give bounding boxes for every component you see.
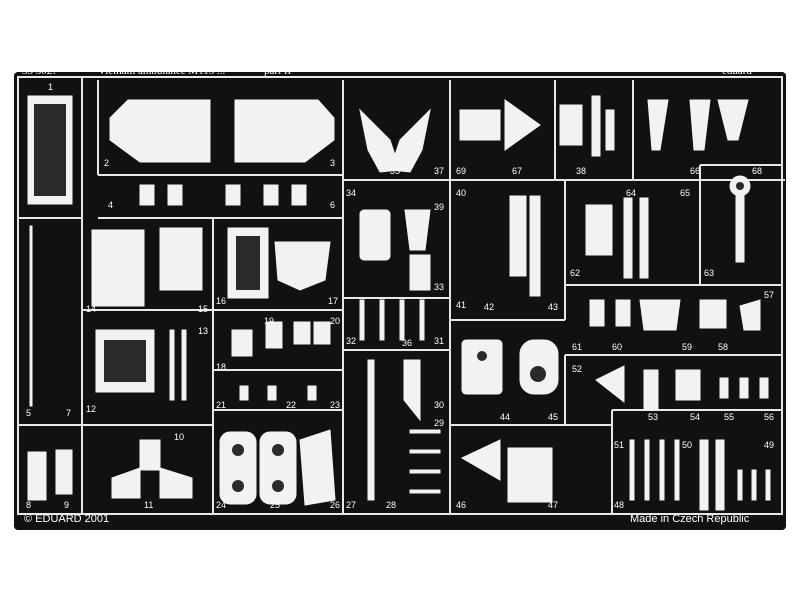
part-number-18: 18 — [216, 362, 227, 372]
brand-logo: eduard — [722, 65, 752, 77]
part-number-11: 11 — [144, 500, 154, 510]
part-number-46: 46 — [456, 500, 467, 510]
part-number-45: 45 — [548, 412, 559, 422]
fret-border — [17, 76, 783, 515]
part-number-23: 23 — [330, 400, 341, 410]
part-number-64: 64 — [626, 188, 637, 198]
part-number-20: 20 — [330, 316, 341, 326]
part-number-31: 31 — [434, 336, 445, 346]
part-number-41: 41 — [456, 300, 467, 310]
part-number-3: 3 — [330, 158, 336, 168]
part-number-30: 30 — [434, 400, 445, 410]
part-number-17: 17 — [328, 296, 339, 306]
fret-title: Vietnam ambulance M113 ... — [98, 65, 226, 77]
fret-frame-lines — [18, 77, 785, 514]
part-number-52: 52 — [572, 364, 583, 374]
part-number-34: 34 — [346, 188, 357, 198]
part-number-66: 66 — [690, 166, 701, 176]
part-number-60: 60 — [612, 342, 623, 352]
part-number-32: 32 — [346, 336, 357, 346]
part-number-39: 39 — [434, 202, 445, 212]
part-number-54: 54 — [690, 412, 701, 422]
part-number-1: 1 — [48, 82, 54, 92]
part-number-56: 56 — [764, 412, 775, 422]
part-number-40: 40 — [456, 188, 467, 198]
part-17 — [274, 241, 331, 291]
part-number-6: 6 — [330, 200, 336, 210]
part-number-7: 7 — [66, 408, 72, 418]
part-number-27: 27 — [346, 500, 357, 510]
part-number-67: 67 — [512, 166, 523, 176]
part-number-5: 5 — [26, 408, 32, 418]
part-number-37: 37 — [434, 166, 445, 176]
part-number-44: 44 — [500, 412, 511, 422]
part-number-43: 43 — [548, 302, 559, 312]
part-number-8: 8 — [26, 500, 32, 510]
part-number-62: 62 — [570, 268, 581, 278]
copyright: © EDUARD 2001 — [24, 513, 110, 525]
part-number-68: 68 — [752, 166, 763, 176]
part-number-55: 55 — [724, 412, 735, 422]
part-number-2: 2 — [104, 158, 110, 168]
part-number-29: 29 — [434, 418, 445, 428]
part-number-15: 15 — [198, 304, 209, 314]
part-number-12: 12 — [86, 404, 97, 414]
catalog-number: 35 302? — [22, 65, 58, 77]
part-number-16: 16 — [216, 296, 227, 306]
part-number-69: 69 — [456, 166, 467, 176]
part-number-28: 28 — [386, 500, 397, 510]
part-number-59: 59 — [682, 342, 693, 352]
part-number-9: 9 — [64, 500, 70, 510]
part-number-47: 47 — [548, 500, 559, 510]
origin-label: Made in Czech Republic — [630, 513, 750, 525]
part-number-24: 24 — [216, 500, 227, 510]
part-number-63: 63 — [704, 268, 715, 278]
part-number-22: 22 — [286, 400, 297, 410]
part-number-36: 36 — [402, 338, 413, 348]
part-number-57: 57 — [764, 290, 775, 300]
part-number-65: 65 — [680, 188, 691, 198]
part-number-14: 14 — [86, 304, 97, 314]
part-number-4: 4 — [108, 200, 114, 210]
part-number-48: 48 — [614, 500, 625, 510]
part-number-26: 26 — [330, 500, 341, 510]
part-number-53: 53 — [648, 412, 659, 422]
part-number-33: 33 — [434, 282, 445, 292]
part-number-21: 21 — [216, 400, 227, 410]
part-number-35: 35 — [390, 166, 401, 176]
part-number-49: 49 — [764, 440, 775, 450]
part-number-19: 19 — [264, 316, 275, 326]
part-number-50: 50 — [682, 440, 693, 450]
part-number-58: 58 — [718, 342, 729, 352]
part-number-25: 25 — [270, 500, 281, 510]
part-number-10: 10 — [174, 432, 185, 442]
part-number-51: 51 — [614, 440, 625, 450]
fret-part-label: part II — [264, 65, 292, 77]
part-number-13: 13 — [198, 326, 209, 336]
part-3-panel — [234, 99, 335, 163]
part-2-panel — [109, 99, 211, 163]
part-number-42: 42 — [484, 302, 495, 312]
part-number-38: 38 — [576, 166, 587, 176]
etch-details — [34, 104, 744, 492]
part-number-61: 61 — [572, 342, 583, 352]
